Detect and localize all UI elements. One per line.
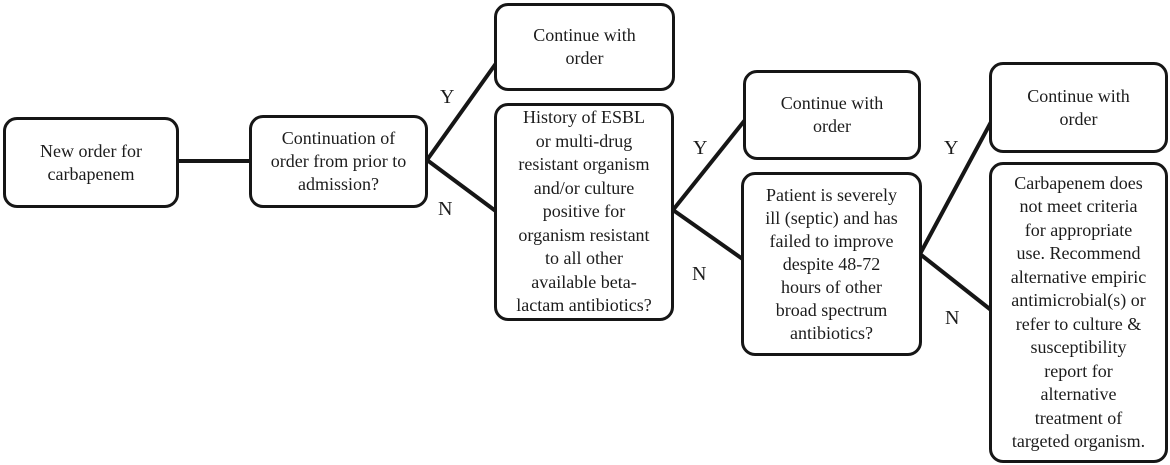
edge-label-no-3: N (945, 307, 960, 329)
node-continue-order-3: Continue with order (989, 62, 1168, 153)
edge-label-yes-1: Y (440, 86, 455, 108)
node-new-order: New order for carbapenem (3, 117, 179, 208)
edge-label-yes-2: Y (693, 137, 708, 159)
node-continuation-question: Continuation of order from prior to admi… (249, 115, 428, 208)
edge-label-no-1: N (438, 198, 453, 220)
node-septic-question: Patient is severely ill (septic) and has… (741, 172, 922, 356)
edge-no-1 (425, 158, 499, 214)
edge-label-no-2: N (692, 263, 707, 285)
node-continue-order-1: Continue with order (494, 3, 675, 91)
node-esbl-question: History of ESBL or multi-drug resistant … (494, 103, 674, 321)
edge-yes-2 (671, 118, 747, 212)
node-continue-order-2: Continue with order (743, 70, 921, 160)
node-criteria-not-met: Carbapenem does not meet criteria for ap… (989, 162, 1168, 463)
edge-label-yes-3: Y (944, 137, 959, 159)
edge-yes-1 (425, 60, 499, 162)
edge-no-2 (671, 208, 746, 262)
edge-no-3 (918, 252, 993, 312)
edge-yes-3 (918, 120, 993, 256)
